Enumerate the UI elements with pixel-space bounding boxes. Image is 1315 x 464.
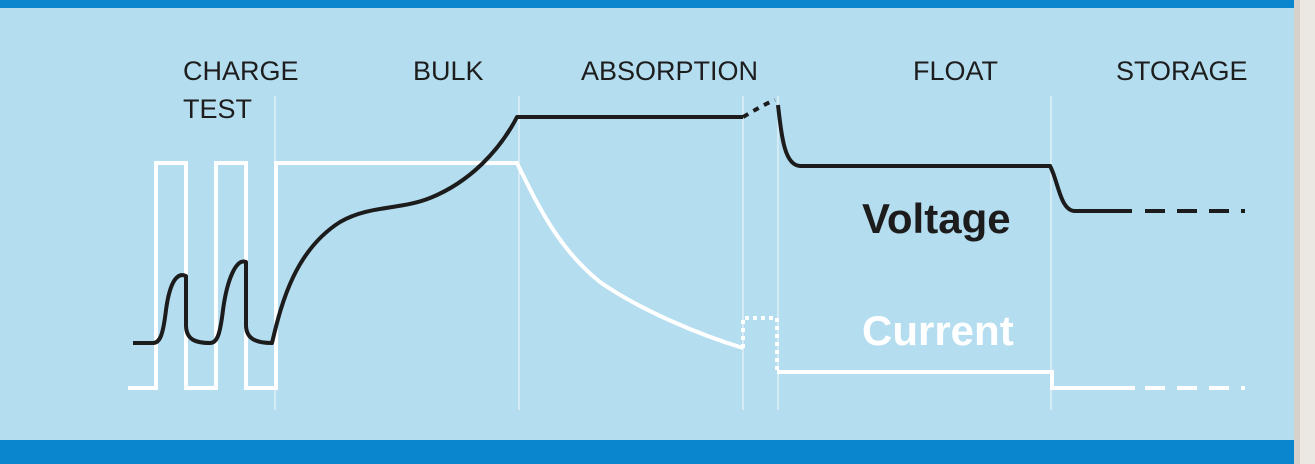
phase-label-absorption: ABSORPTION (581, 56, 758, 86)
top-band (0, 0, 1294, 8)
phase-label-bulk: BULK (413, 56, 484, 86)
voltage-label: Voltage (862, 195, 1011, 242)
right-edge-shadow (1294, 0, 1300, 464)
voltage-curve (133, 115, 743, 345)
phase-label-storage: STORAGE (1116, 56, 1248, 86)
phase-label-charge-test: CHARGE (183, 56, 299, 86)
current-label: Current (862, 307, 1014, 354)
current-curve (128, 161, 744, 390)
voltage-dotted-segment (741, 98, 776, 119)
bottom-band (0, 440, 1294, 464)
phase-label-float: FLOAT (913, 56, 998, 86)
current-dotted-segment (741, 316, 779, 372)
voltage-float-segment (776, 104, 1132, 213)
current-float-segment (777, 370, 1135, 390)
phase-label-charge-test-line2: TEST (183, 94, 252, 124)
